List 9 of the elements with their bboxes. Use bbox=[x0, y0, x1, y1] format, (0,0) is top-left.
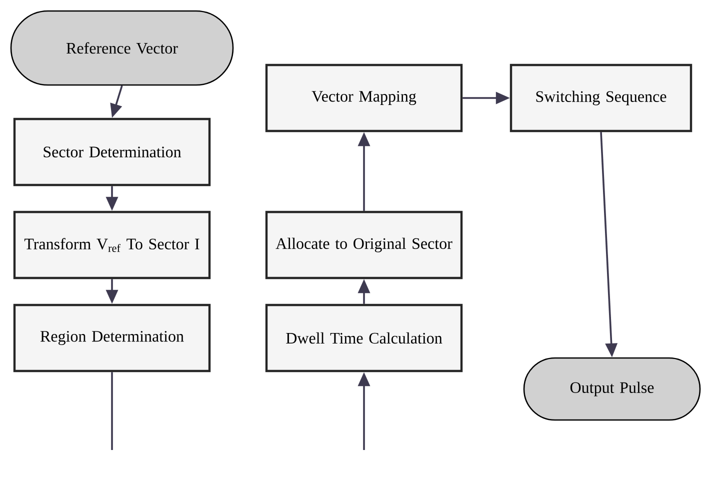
process-box: Transform V$_{ref}$ To Sector I bbox=[13, 210, 211, 280]
process-box: Vector Mapping bbox=[265, 64, 463, 132]
terminal-box: Reference Vector bbox=[10, 10, 234, 86]
process-box: Dwell Time Calculation bbox=[265, 304, 463, 372]
process-box: Allocate to Original Sector bbox=[265, 210, 463, 280]
process-box: Region Determination bbox=[13, 304, 211, 372]
terminal-box: Output Pulse bbox=[523, 357, 701, 421]
process-box: Switching Sequence bbox=[510, 64, 692, 132]
process-box: Sector Determination bbox=[13, 118, 211, 186]
